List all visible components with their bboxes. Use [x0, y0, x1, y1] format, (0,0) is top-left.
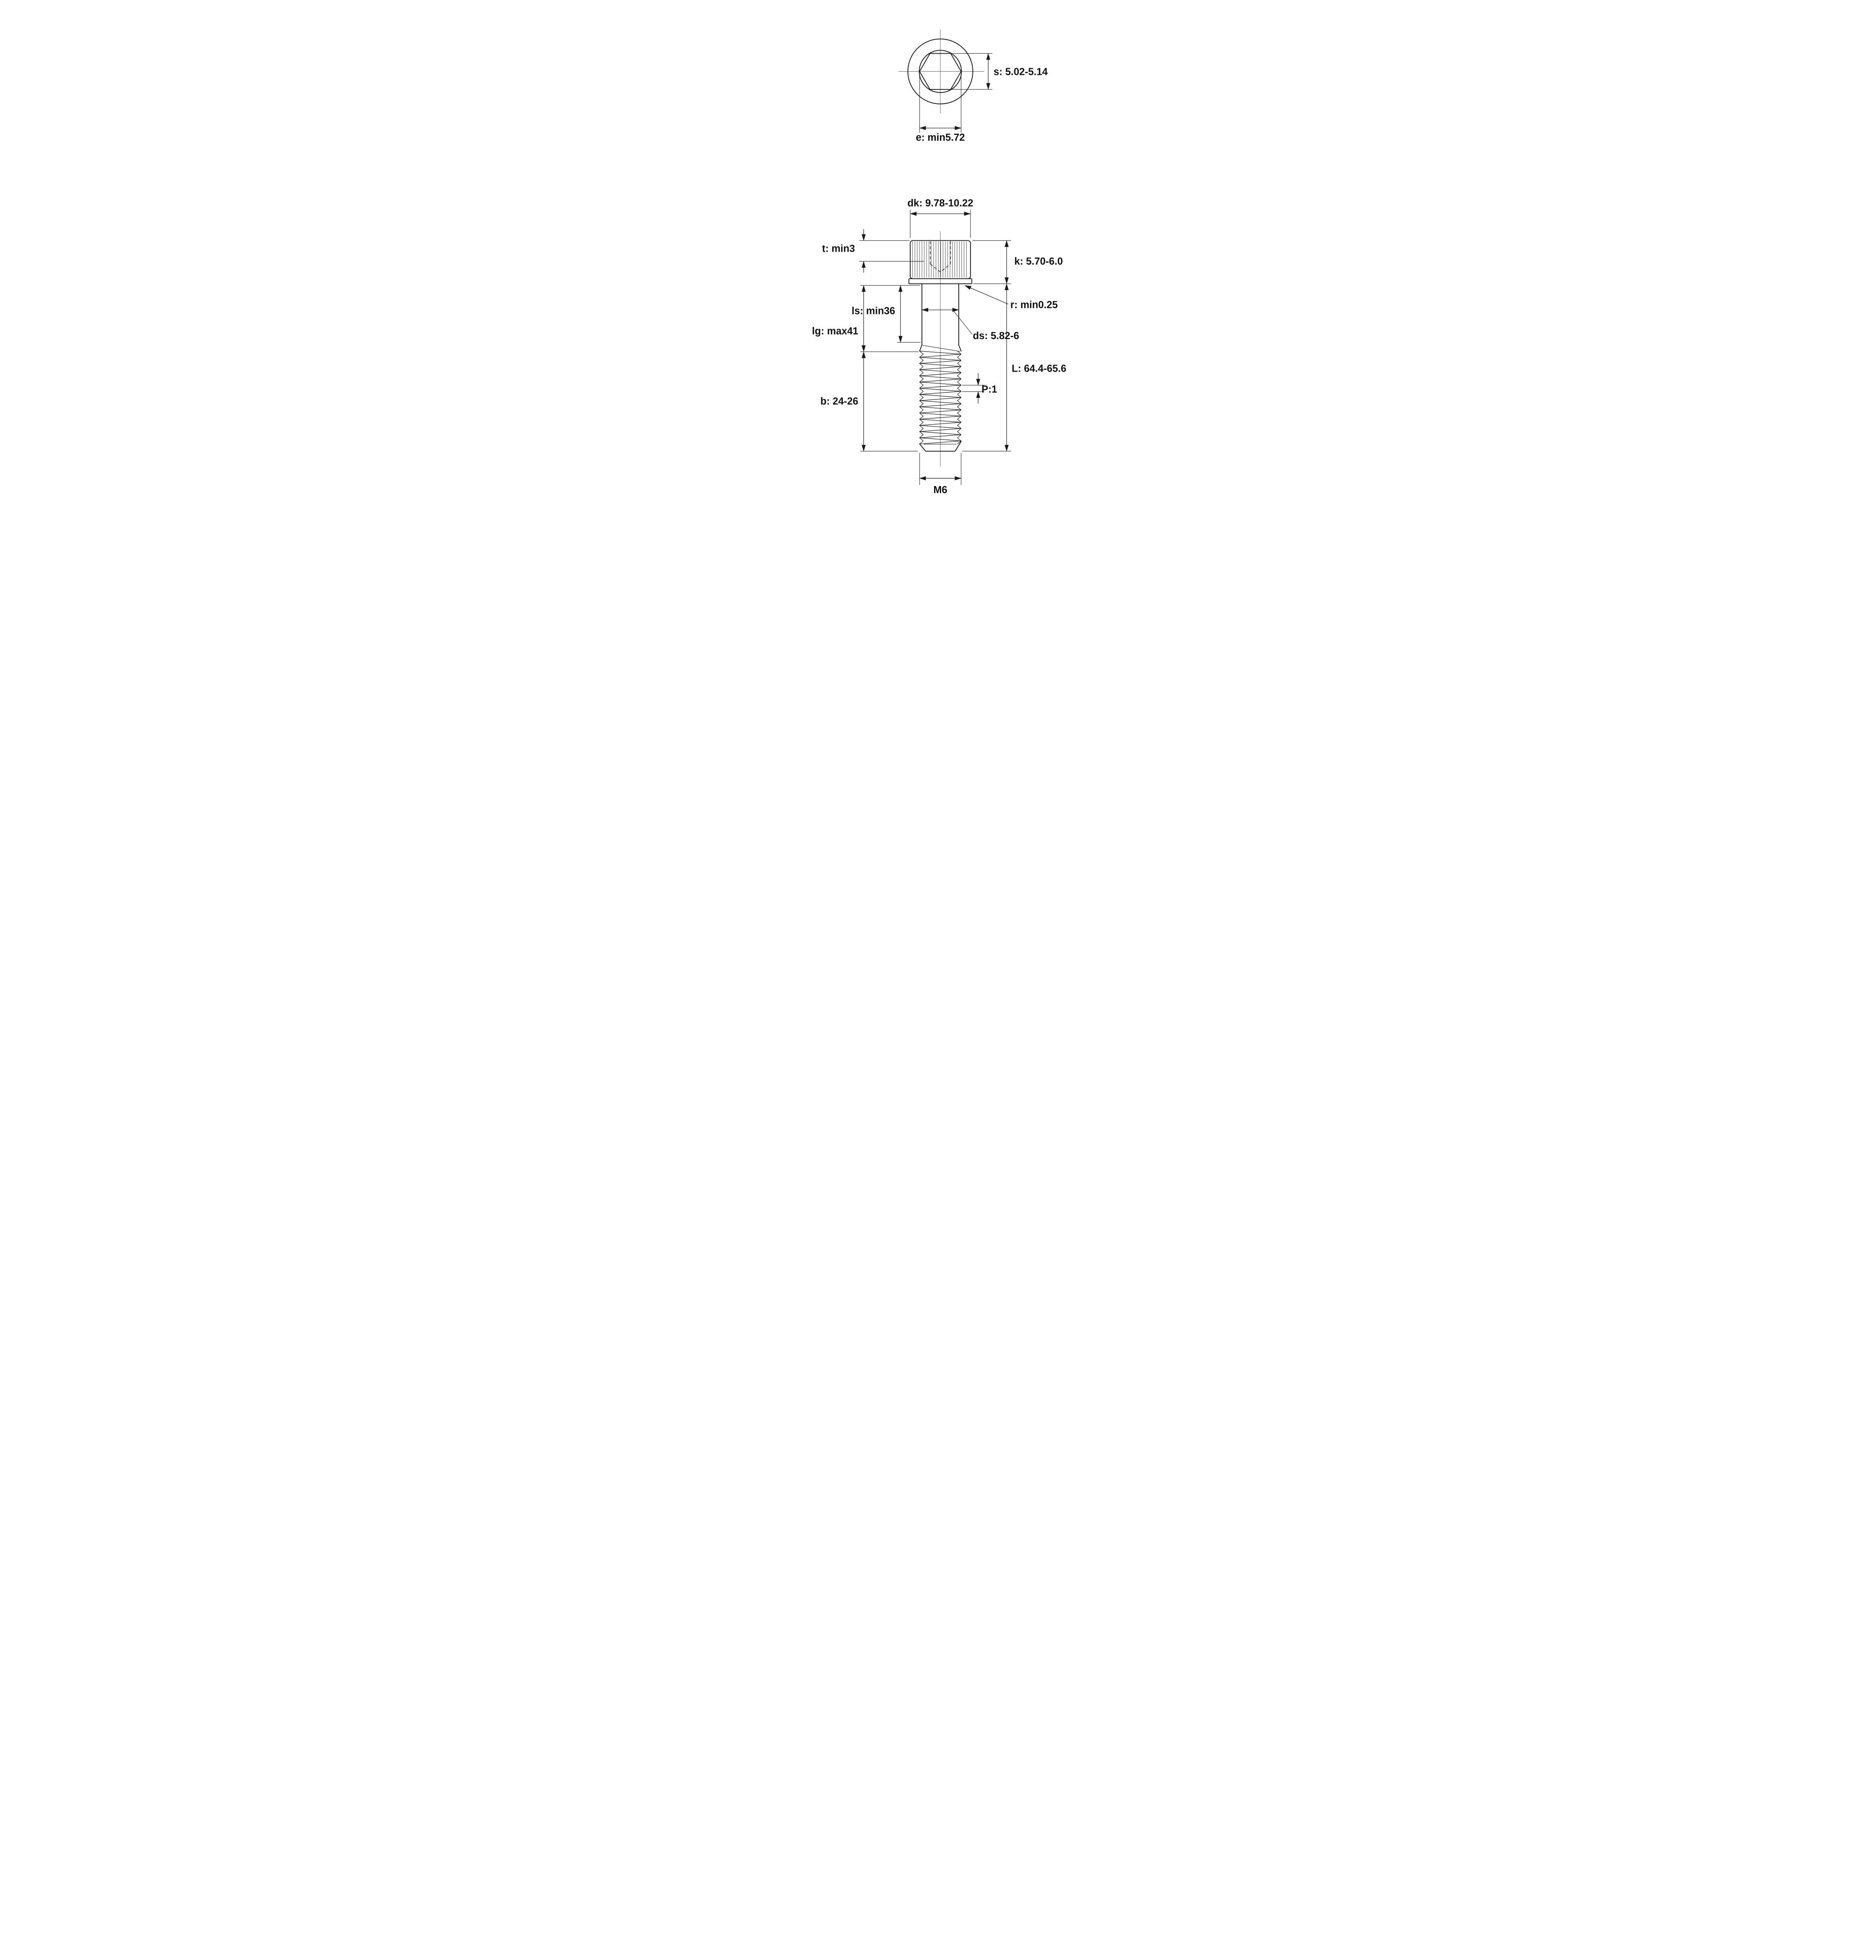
- head-outer-circle: [907, 38, 973, 105]
- dim-label-k: k: 5.70-6.0: [1014, 256, 1063, 267]
- thread-edge-left: [919, 351, 924, 445]
- thread-flank: [919, 441, 961, 445]
- thread-flank: [919, 403, 961, 407]
- dimension-r: r: min0.25: [964, 285, 1058, 310]
- thread-edge-right: [957, 351, 962, 445]
- r-leader-line: [964, 285, 1009, 305]
- dim-label-P: P:1: [982, 384, 997, 395]
- head-washer-face: [908, 278, 972, 284]
- screw-dimension-drawing: s: 5.02-5.14 e: min5.72: [812, 29, 1067, 495]
- thread-flank: [919, 388, 961, 392]
- dimension-P: P:1: [962, 373, 997, 404]
- dim-label-e: e: min5.72: [916, 132, 965, 143]
- thread-flank: [919, 394, 961, 398]
- thread-runout-edges: [919, 345, 962, 352]
- dimension-t: t: min3: [822, 229, 924, 273]
- dimension-lg: lg: max41: [812, 285, 919, 352]
- thread-flank: [919, 385, 961, 389]
- thread-flank: [919, 425, 961, 429]
- dim-label-lg: lg: max41: [812, 326, 858, 337]
- dim-label-dk: dk: 9.78-10.22: [907, 198, 973, 209]
- dimension-L: L: 64.4-65.6: [962, 283, 1067, 452]
- dim-label-M: M6: [933, 485, 947, 495]
- thread-flank: [919, 412, 961, 417]
- thread-flank: [919, 381, 961, 386]
- thread-flank: [919, 376, 961, 379]
- dimension-s: s: 5.02-5.14: [952, 53, 1048, 90]
- dimension-M: M6: [919, 453, 962, 495]
- dim-label-t: t: min3: [822, 243, 855, 254]
- thread-flank: [919, 419, 961, 423]
- dimension-dk: dk: 9.78-10.22: [907, 198, 973, 238]
- dimension-e: e: min5.72: [916, 74, 965, 143]
- thread-flank: [919, 354, 961, 358]
- thread-profile: [919, 350, 962, 445]
- thread-flank: [919, 363, 961, 367]
- thread-flank: [919, 350, 961, 355]
- thread-flank: [919, 391, 961, 395]
- ds-leader-line: [954, 311, 972, 335]
- drawing-canvas: s: 5.02-5.14 e: min5.72: [704, 0, 1172, 532]
- thread-flank: [919, 434, 961, 438]
- hex-socket: [919, 53, 962, 90]
- thread-flank: [919, 366, 961, 370]
- dimension-ls: ls: min36: [852, 285, 921, 343]
- socket-drill-point: [930, 263, 951, 272]
- thread-flank: [919, 416, 961, 420]
- thread-flank: [919, 357, 961, 361]
- thread-flank: [919, 431, 961, 435]
- thread-flank: [919, 369, 961, 373]
- screw-tip: [919, 441, 962, 452]
- thread-flank: [919, 360, 961, 364]
- thread-flank: [919, 407, 961, 410]
- side-view: dk: 9.78-10.22 t: min3 k: 5.70-6.0 r: mi…: [812, 198, 1067, 495]
- hidden-socket: [930, 241, 951, 272]
- dim-label-s: s: 5.02-5.14: [994, 67, 1048, 78]
- thread-flank: [919, 397, 961, 401]
- dim-label-ls: ls: min36: [852, 306, 895, 317]
- dim-label-L: L: 64.4-65.6: [1012, 363, 1067, 374]
- thread-runout: [922, 345, 960, 352]
- head-knurling: [912, 241, 967, 278]
- dimension-k: k: 5.70-6.0: [972, 240, 1063, 284]
- dimension-b: b: 24-26: [820, 351, 918, 452]
- thread-flank: [919, 400, 961, 404]
- dim-label-ds: ds: 5.82-6: [973, 330, 1019, 341]
- thread-flank: [919, 428, 961, 432]
- dim-label-r: r: min0.25: [1011, 299, 1058, 310]
- thread-flank: [919, 410, 961, 414]
- thread-flank: [919, 437, 961, 441]
- thread-flank: [919, 422, 961, 426]
- thread-flank: [919, 379, 961, 383]
- dim-label-b: b: 24-26: [820, 396, 858, 407]
- dimension-ds: ds: 5.82-6: [922, 308, 1019, 341]
- tip-chamfer-outline: [919, 441, 962, 452]
- top-view: s: 5.02-5.14 e: min5.72: [898, 29, 1048, 143]
- thread-flank: [919, 372, 961, 376]
